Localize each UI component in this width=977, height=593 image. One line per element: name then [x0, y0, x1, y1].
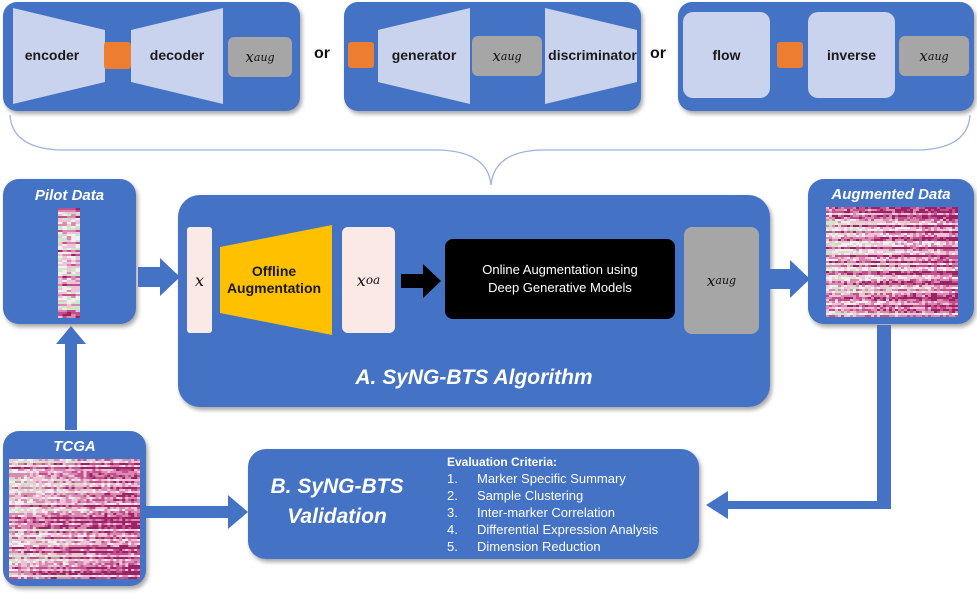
criterion-number: 3.: [447, 505, 458, 520]
encoder-label: encoder: [24, 47, 80, 63]
online-augmentation-box: Online Augmentation using Deep Generativ…: [445, 239, 675, 319]
criteria-list: 1. Marker Specific Summary 2. Sample Clust…: [447, 470, 658, 555]
x-aug-symbol-1: x: [245, 48, 254, 66]
x-aug-symbol-2: x: [492, 47, 501, 65]
algorithm-title: A. SyNG-BTS Algorithm: [355, 366, 593, 389]
x-aug-subscript-1: aug: [253, 50, 275, 64]
decoder-label: decoder: [149, 47, 205, 63]
arrow-tcga-to-pilot: [56, 326, 86, 430]
tcga-title: TCGA: [53, 438, 96, 455]
criterion-number: 2.: [447, 488, 458, 503]
x-aug-algorithm-subscript: aug: [715, 274, 737, 287]
criterion-number: 4.: [447, 522, 458, 537]
arrow-to-online: [401, 264, 441, 298]
x-input-symbol: x: [194, 270, 205, 290]
offline-augmentation-label: Offline Augmentation: [226, 263, 322, 296]
noise-square: [348, 42, 374, 68]
criterion-text: Dimension Reduction: [477, 539, 601, 554]
criterion-number: 5.: [447, 539, 458, 554]
flow-block: flow: [683, 12, 770, 98]
discriminator-label: discriminator: [548, 47, 637, 63]
or-label-1: or: [314, 45, 330, 62]
x-input-box: x: [187, 227, 212, 333]
x-aug-symbol-3: x: [919, 47, 928, 65]
encoder-shape: [13, 8, 105, 104]
discriminator-shape: [545, 8, 637, 104]
generator-shape: [378, 8, 470, 104]
criterion-item: 4. Differential Expression Analysis: [447, 521, 658, 538]
criterion-item: 1. Marker Specific Summary: [447, 470, 658, 487]
arrow-augmented-to-validation: [706, 325, 891, 519]
augmented-data-title: Augmented Data: [831, 186, 951, 203]
latent-square-1: [104, 42, 131, 69]
latent-square-3: [777, 42, 803, 68]
offline-augmentation-shape: [220, 225, 332, 335]
arrow-tcga-to-validation: [146, 495, 248, 529]
criterion-item: 5. Dimension Reduction: [447, 538, 658, 555]
generator-label: generator: [391, 47, 457, 63]
criterion-number: 1.: [447, 471, 458, 486]
arrow-pilot-to-algorithm: [138, 258, 180, 296]
criterion-item: 2. Sample Clustering: [447, 487, 658, 504]
decoder-shape: [131, 8, 223, 104]
or-label-2: or: [650, 45, 666, 62]
x-aug-algorithm-symbol: x: [706, 271, 716, 290]
pilot-heatmap: [58, 208, 80, 318]
x-oa-subscript: oa: [365, 273, 381, 287]
criterion-text: Differential Expression Analysis: [477, 522, 659, 537]
x-oa-symbol: x: [356, 270, 366, 290]
criteria-title: Evaluation Criteria:: [447, 455, 558, 469]
tcga-heatmap: [9, 459, 140, 579]
validation-title: B. SyNG-BTS Validation: [270, 475, 404, 528]
brace-connector: [9, 114, 971, 186]
pilot-data-title: Pilot Data: [34, 187, 105, 204]
criterion-text: Inter-marker Correlation: [477, 505, 615, 520]
validation-box: [248, 449, 699, 559]
criterion-text: Sample Clustering: [477, 488, 584, 503]
online-augmentation-label: Online Augmentation using Deep Generativ…: [482, 262, 638, 295]
arrow-algorithm-to-augmented: [770, 260, 810, 298]
inverse-block: inverse: [808, 12, 895, 98]
augmented-heatmap: [826, 207, 958, 317]
x-aug-subscript-3: aug: [927, 49, 949, 63]
criterion-item: 3. Inter-marker Correlation: [447, 504, 658, 521]
criterion-text: Marker Specific Summary: [477, 471, 626, 486]
x-aug-subscript-2: aug: [500, 49, 522, 63]
